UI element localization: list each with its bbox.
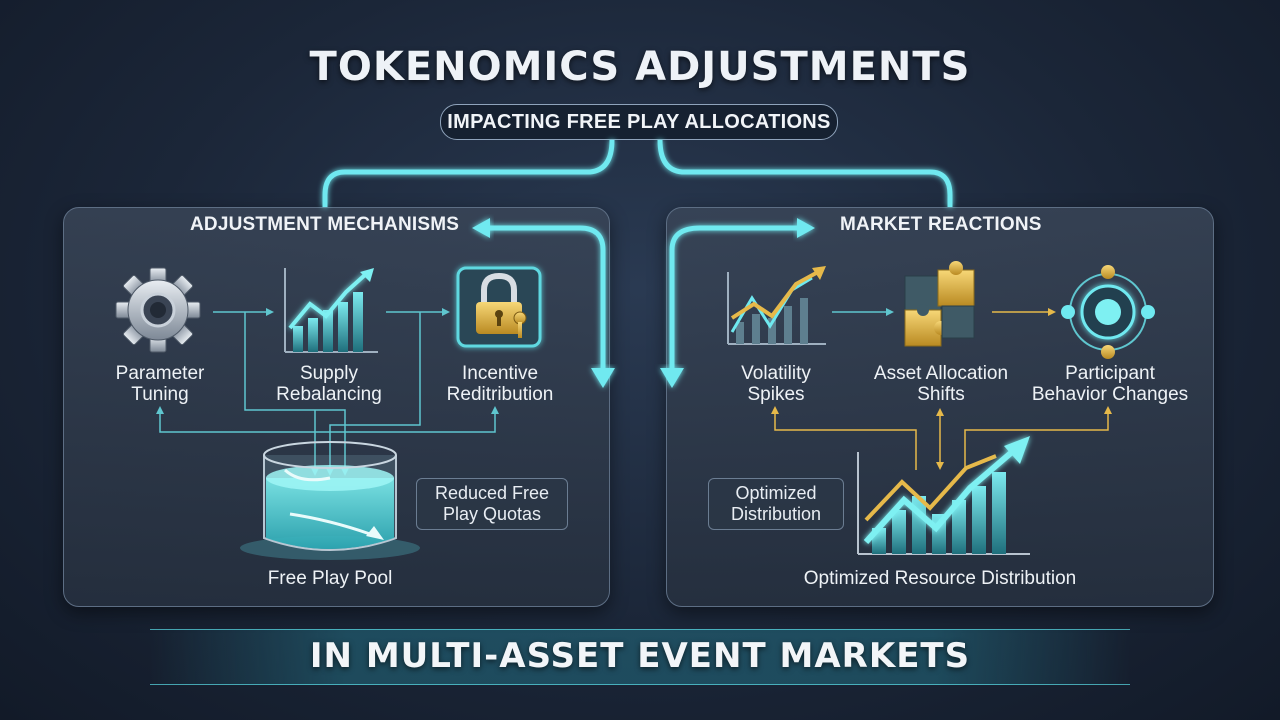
market-reactions-title: MARKET REACTIONS <box>840 214 1042 235</box>
adjustment-mechanisms-title: ADJUSTMENT MECHANISMS <box>190 214 460 235</box>
right-flow-connectors <box>774 311 1109 470</box>
page-title: TOKENOMICS ADJUSTMENTS <box>309 44 971 90</box>
optimized-distribution-box: Optimized Distribution <box>708 478 844 530</box>
footer-title: IN MULTI-ASSET EVENT MARKETS <box>309 636 971 676</box>
free-play-pool-label: Free Play Pool <box>267 568 393 589</box>
bar-chart-up-icon <box>284 268 378 353</box>
branch-connector-right <box>657 139 953 370</box>
left-flow-connectors <box>159 311 496 470</box>
arrow-head-left-panel <box>472 218 490 238</box>
asset-allocation-shifts-label: Asset Allocation Shifts <box>873 363 1009 405</box>
branch-connector-left <box>322 139 615 370</box>
network-hub-icon <box>1061 265 1155 359</box>
optimized-resource-distribution-label: Optimized Resource Distribution <box>803 568 1077 589</box>
participant-behavior-label: Participant Behavior Changes <box>1031 363 1189 405</box>
gear-icon <box>115 267 201 353</box>
arrow-head-down-left <box>591 368 615 388</box>
supply-rebalancing-label: Supply Rebalancing <box>276 363 382 405</box>
arrow-head-right-panel <box>797 218 815 238</box>
liquid-tank-icon <box>240 441 420 560</box>
subtitle-pill: IMPACTING FREE PLAY ALLOCATIONS <box>440 104 838 140</box>
volatility-spikes-label: Volatility Spikes <box>741 363 811 405</box>
padlock-icon <box>456 266 542 348</box>
puzzle-icon <box>904 261 975 347</box>
volatility-chart-icon <box>727 266 826 345</box>
footer-band <box>150 629 1130 685</box>
arrow-head-down-right <box>660 368 684 388</box>
parameter-tuning-label: Parameter Tuning <box>115 363 205 405</box>
reduced-quotas-box: Reduced Free Play Quotas <box>416 478 568 530</box>
growth-chart-icon <box>857 436 1030 555</box>
incentive-redistribution-label: Incentive Reditribution <box>446 363 554 405</box>
